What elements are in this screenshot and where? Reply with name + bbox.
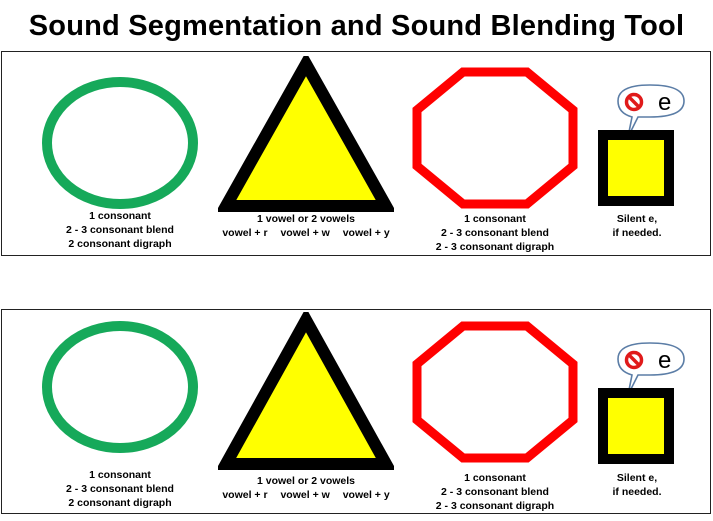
triangle-caption: 1 vowel or 2 vowels vowel + r vowel + w … bbox=[212, 474, 400, 502]
octagon-caption-line: 1 consonant bbox=[464, 472, 526, 484]
octagon-caption-line: 2 - 3 consonant blend bbox=[441, 227, 549, 239]
octagon-caption: 1 consonant 2 - 3 consonant blend 2 - 3 … bbox=[405, 471, 585, 513]
circle-caption: 1 consonant 2 - 3 consonant blend 2 cons… bbox=[40, 468, 200, 510]
octagon-shape bbox=[412, 67, 578, 209]
blending-panel-2: 1 consonant 2 - 3 consonant blend 2 cons… bbox=[1, 309, 711, 514]
square-caption-line: Silent e, bbox=[616, 472, 658, 484]
triangle-caption-line1: 1 vowel or 2 vowels bbox=[256, 475, 356, 487]
triangle-caption-line2: vowel + r vowel + w vowel + y bbox=[212, 488, 400, 502]
octagon-caption-line: 2 - 3 consonant blend bbox=[441, 486, 549, 498]
speech-bubble: e bbox=[617, 84, 685, 138]
square-caption-line: Silent e, bbox=[616, 213, 658, 225]
vowel-r-label: vowel + r bbox=[222, 227, 268, 239]
octagon-caption: 1 consonant 2 - 3 consonant blend 2 - 3 … bbox=[405, 212, 585, 254]
square-shape bbox=[598, 130, 674, 206]
vowel-w-label: vowel + w bbox=[280, 489, 330, 501]
square-caption-line: if needed. bbox=[612, 486, 662, 498]
circle-caption-line: 2 - 3 consonant blend bbox=[66, 483, 174, 495]
no-symbol-icon bbox=[624, 350, 644, 370]
octagon-shape bbox=[412, 321, 578, 463]
circle-caption-line: 1 consonant bbox=[89, 469, 151, 481]
circle-caption-line: 2 consonant digraph bbox=[68, 497, 172, 509]
circle-caption-line: 2 consonant digraph bbox=[68, 238, 172, 250]
circle-shape bbox=[42, 321, 198, 453]
square-shape bbox=[598, 388, 674, 464]
circle-caption-line: 1 consonant bbox=[89, 210, 151, 222]
triangle-caption-line1: 1 vowel or 2 vowels bbox=[256, 213, 356, 225]
bubble-letter: e bbox=[658, 89, 671, 116]
square-caption: Silent e, if needed. bbox=[587, 471, 687, 499]
triangle-shape bbox=[218, 56, 394, 212]
vowel-y-label: vowel + y bbox=[342, 227, 390, 239]
vowel-r-label: vowel + r bbox=[222, 489, 268, 501]
bubble-letter: e bbox=[658, 347, 671, 374]
no-symbol-icon bbox=[624, 92, 644, 112]
octagon-caption-line: 1 consonant bbox=[464, 213, 526, 225]
vowel-y-label: vowel + y bbox=[342, 489, 390, 501]
vowel-w-label: vowel + w bbox=[280, 227, 330, 239]
octagon-caption-line: 2 - 3 consonant digraph bbox=[435, 500, 555, 512]
octagon-caption-line: 2 - 3 consonant digraph bbox=[435, 241, 555, 253]
blending-panel-1: 1 consonant 2 - 3 consonant blend 2 cons… bbox=[1, 51, 711, 256]
square-caption-line: if needed. bbox=[612, 227, 662, 239]
circle-shape bbox=[42, 77, 198, 209]
circle-caption-line: 2 - 3 consonant blend bbox=[66, 224, 174, 236]
triangle-caption-line2: vowel + r vowel + w vowel + y bbox=[212, 226, 400, 240]
triangle-shape bbox=[218, 312, 394, 470]
triangle-caption: 1 vowel or 2 vowels vowel + r vowel + w … bbox=[212, 212, 400, 240]
circle-caption: 1 consonant 2 - 3 consonant blend 2 cons… bbox=[40, 209, 200, 251]
speech-bubble: e bbox=[617, 342, 685, 396]
page-title: Sound Segmentation and Sound Blending To… bbox=[28, 10, 685, 42]
square-caption: Silent e, if needed. bbox=[587, 212, 687, 240]
